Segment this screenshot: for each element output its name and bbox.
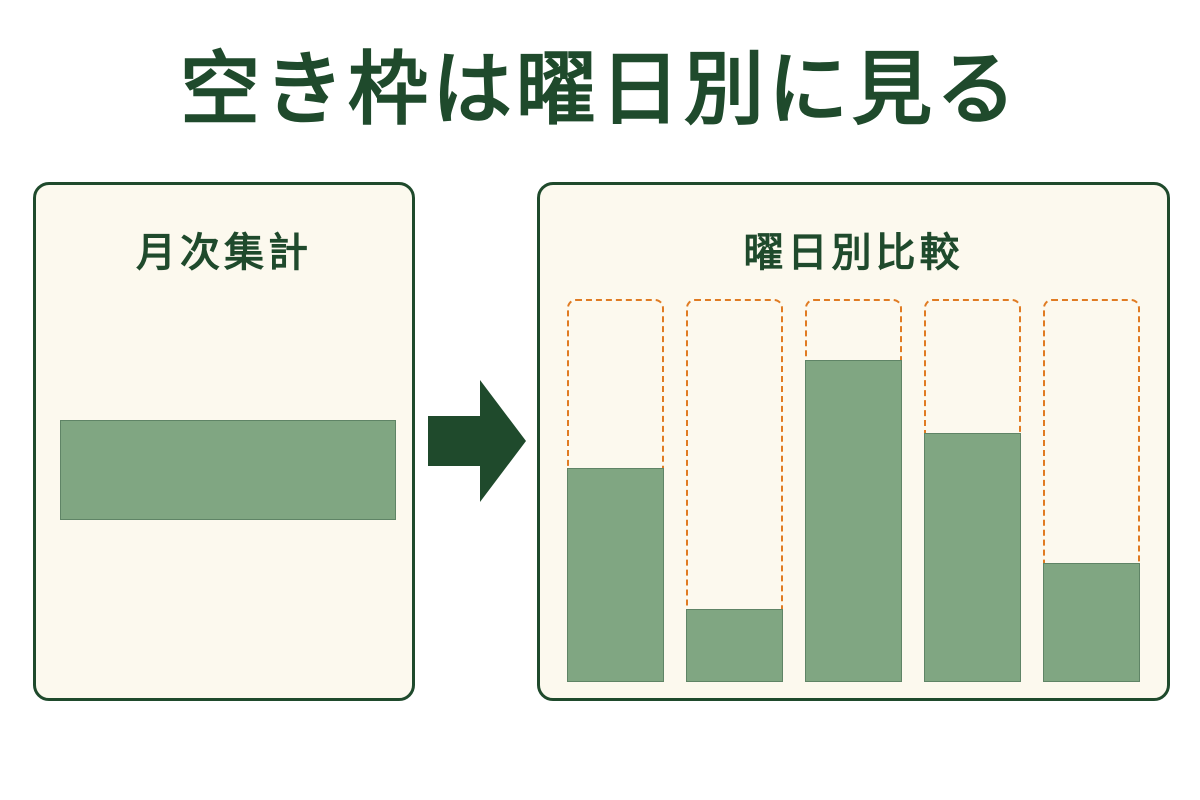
weekday-slot xyxy=(805,299,902,682)
weekday-slot xyxy=(686,299,783,682)
weekday-slot xyxy=(924,299,1021,682)
arrow-shape xyxy=(428,380,526,502)
right-arrow-icon xyxy=(428,380,526,502)
weekday-bar xyxy=(924,433,1021,682)
weekday-bar xyxy=(686,609,783,682)
weekday-bar xyxy=(567,467,664,682)
page-title: 空き枠は曜日別に見る xyxy=(180,43,1020,136)
weekday-slot xyxy=(567,299,664,682)
weekday-bar xyxy=(805,360,902,682)
weekday-comparison-title: 曜日別比較 xyxy=(743,230,964,276)
monthly-summary-panel: 月次集計 xyxy=(33,182,415,701)
weekday-slot xyxy=(1043,299,1140,682)
weekday-bar xyxy=(1043,563,1140,682)
monthly-total-bar xyxy=(60,420,396,520)
monthly-summary-title: 月次集計 xyxy=(136,230,312,276)
weekday-comparison-panel: 曜日別比較 xyxy=(537,182,1170,701)
